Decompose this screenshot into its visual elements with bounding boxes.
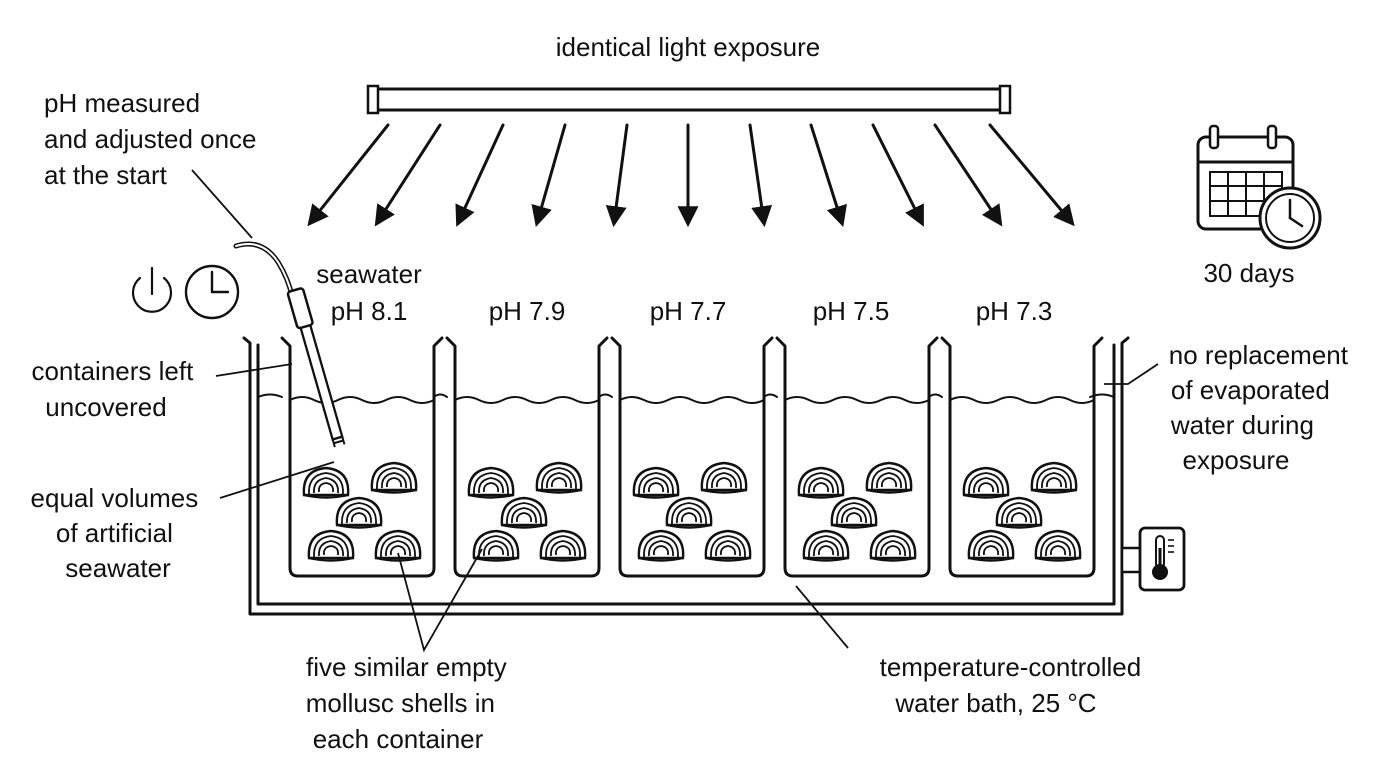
uncovered-leader [215, 363, 293, 377]
light-exposure-label: identical light exposure [556, 32, 821, 62]
shells-leader [397, 548, 483, 653]
uncovered-note: containers left uncovered [31, 356, 200, 422]
water-bath [242, 336, 1130, 616]
evaporation-note: no replacement of evaporated water durin… [1169, 340, 1355, 475]
container-5 [940, 336, 1104, 578]
thermometer-icon [1120, 526, 1186, 592]
volumes-leader [219, 461, 335, 499]
container-5-ph-label: pH 7.3 [976, 296, 1053, 326]
power-icon [131, 266, 173, 313]
container-4 [775, 336, 939, 578]
probe-note: pH measured and adjusted once at the sta… [44, 88, 264, 190]
shells-note: five similar empty mollusc shells in eac… [306, 652, 514, 754]
light-rays [307, 123, 1075, 228]
container-4-ph-label: pH 7.5 [813, 296, 890, 326]
container-2-ph-label: pH 7.9 [489, 296, 566, 326]
container-1-top-label: seawater [316, 259, 422, 289]
clock-icon [184, 264, 240, 320]
container-3 [610, 336, 774, 578]
bath-note: temperature-controlled water bath, 25 °C [880, 652, 1149, 718]
ph-probe [233, 241, 346, 448]
container-2 [445, 336, 609, 578]
containers [280, 336, 1104, 578]
bath-leader [795, 585, 849, 649]
container-1-ph-label: pH 8.1 [331, 296, 408, 326]
calendar-clock-icon [1196, 124, 1322, 250]
light-tube [366, 84, 1012, 115]
volumes-note: equal volumes of artificial seawater [31, 483, 206, 583]
probe-leader [191, 169, 253, 239]
container-3-ph-label: pH 7.7 [650, 296, 727, 326]
duration-label: 30 days [1203, 258, 1294, 288]
evaporation-leader [1104, 363, 1159, 385]
container-1 [280, 336, 444, 578]
